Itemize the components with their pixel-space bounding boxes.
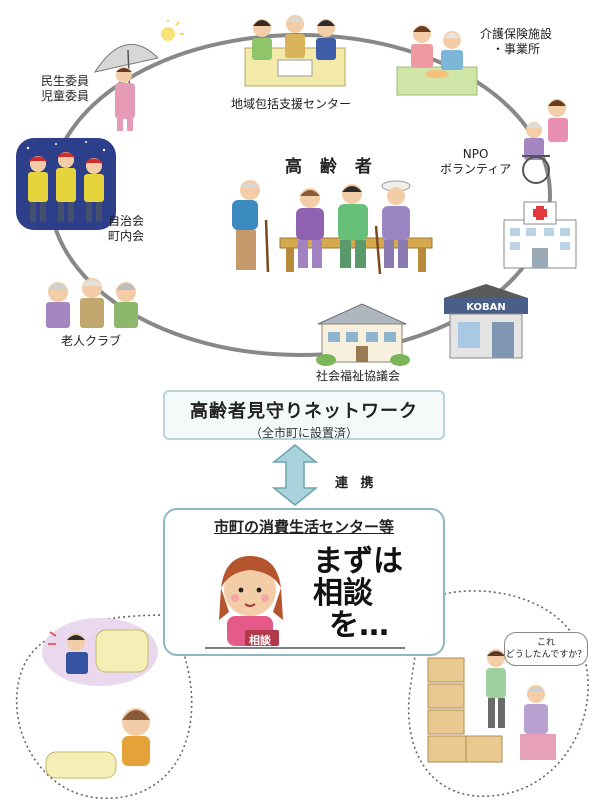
elderly-illustration: [232, 180, 433, 275]
kaigo-label-line1: 介護保険施設: [480, 27, 553, 41]
link-arrow: [272, 444, 318, 506]
chiiki-center-label: 地域包括支援センター: [231, 97, 352, 111]
consumer-center-box: 市町の消費生活センター等 まずは 相談 を… 相談: [163, 508, 445, 656]
network-box: 高齢者見守りネットワーク （全市町に設置済）: [163, 390, 445, 440]
jichikai-illustration: [16, 138, 116, 230]
center-title: 高 齢 者: [285, 157, 378, 177]
consumer-center-title: 市町の消費生活センター等: [213, 518, 394, 536]
minsei-label-line1: 民生委員: [41, 74, 90, 88]
kaigo-illustration: [396, 25, 478, 96]
chiiki-center-illustration: [244, 15, 346, 87]
koban-illustration: KOBAN: [444, 284, 528, 359]
speech-line2: 相談: [313, 576, 373, 611]
right-bubble-speech: これ どうしたんですか？: [504, 632, 588, 666]
npo-label-line1: NPO: [462, 147, 489, 161]
koban-sign: KOBAN: [466, 302, 506, 313]
npo-label: NPO ボランティア: [440, 147, 511, 177]
shakai-fukushi-illustration: [316, 303, 410, 366]
right-bubble-illustration: [427, 649, 556, 763]
jichikai-label-line2: 町内会: [108, 229, 145, 243]
roujin-club-illustration: [46, 278, 138, 328]
speech-line3: を…: [329, 608, 389, 643]
right-speech-line2: どうしたんですか？: [505, 650, 587, 660]
jichikai-label-line1: 自治会: [108, 214, 145, 228]
minsei-label-line2: 児童委員: [41, 89, 90, 103]
left-bubble-illustration: [42, 618, 158, 779]
kaigo-label: 介護保険施設 ・事業所: [480, 27, 552, 57]
minsei-illustration: [93, 20, 184, 131]
renkei-label: 連 携: [335, 476, 378, 491]
roujin-club-label: 老人クラブ: [61, 334, 122, 348]
npo-illustration: [522, 99, 568, 184]
right-speech-line1: これ: [536, 638, 555, 648]
network-title: 高齢者見守りネットワーク: [190, 401, 418, 422]
speech-line1: まずは: [313, 544, 403, 579]
network-subtitle: （全市町に設置済）: [249, 426, 358, 440]
minsei-label: 民生委員 児童委員: [41, 74, 89, 104]
kaigo-label-line2: ・事業所: [492, 42, 541, 56]
shakai-fukushi-label: 社会福祉協議会: [316, 369, 401, 383]
consultant-illustration: [205, 546, 405, 649]
npo-label-line2: ボランティア: [440, 162, 512, 176]
jichikai-label: 自治会 町内会: [108, 214, 144, 244]
hospital-illustration: [503, 201, 577, 269]
consult-badge: 相談: [249, 634, 271, 647]
